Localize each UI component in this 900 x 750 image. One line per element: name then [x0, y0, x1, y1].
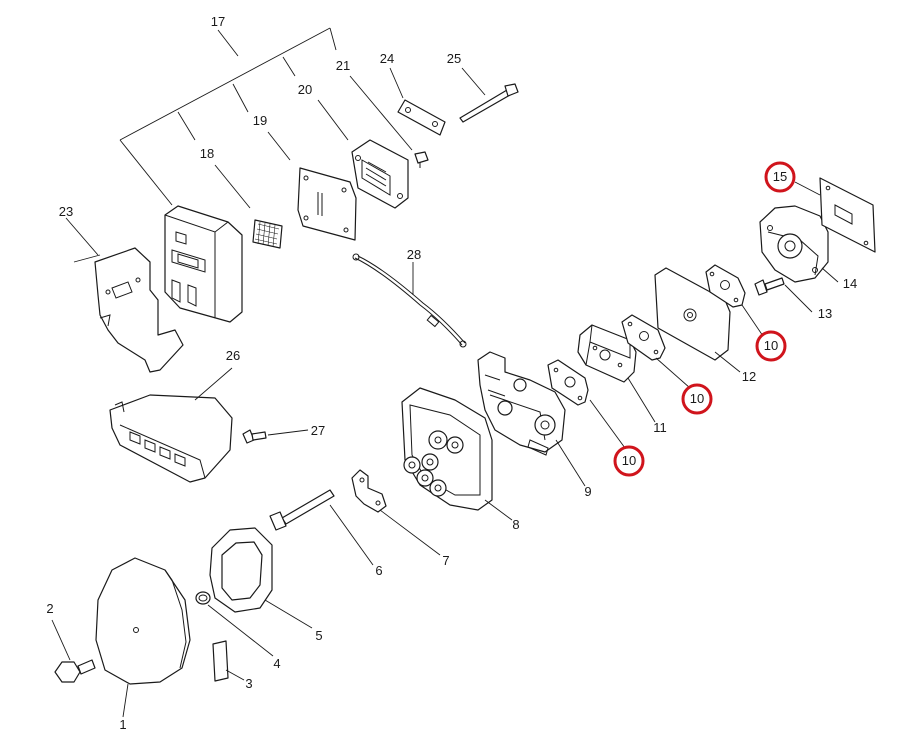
label-24: 24	[380, 51, 394, 66]
label-10-b: 10	[690, 391, 704, 406]
part-7-bracket	[351, 469, 387, 513]
part-8-filter-base	[401, 387, 493, 511]
part-6-bolt	[269, 489, 335, 531]
part-5-filter	[209, 527, 273, 613]
label-12: 12	[742, 369, 756, 384]
label-10-c: 10	[764, 338, 778, 353]
label-14: 14	[843, 276, 857, 291]
label-6: 6	[375, 563, 382, 578]
label-21: 21	[336, 58, 350, 73]
part-13-screw	[754, 277, 785, 296]
label-9: 9	[584, 484, 591, 499]
part-9-carburetor	[477, 351, 566, 456]
part-27-screw	[242, 429, 267, 444]
part-15-diaphragm	[819, 177, 876, 253]
part-10c-gasket	[705, 264, 746, 308]
part-21-bolt	[414, 151, 429, 168]
part-2-knob	[54, 659, 96, 683]
label-5: 5	[315, 628, 322, 643]
highlight-ring-15	[764, 161, 796, 193]
callout-17-bracket	[119, 27, 337, 206]
part-24-plate	[397, 99, 446, 136]
highlight-ring-10-a	[613, 445, 645, 477]
part-23-heat-shield	[94, 247, 184, 373]
label-20: 20	[298, 82, 312, 97]
label-7: 7	[442, 553, 449, 568]
label-15: 15	[773, 169, 787, 184]
label-10-a: 10	[622, 453, 636, 468]
highlight-ring-10-c	[755, 330, 787, 362]
label-26: 26	[226, 348, 240, 363]
label-25: 25	[447, 51, 461, 66]
part-1-filter-cover	[95, 557, 191, 685]
part-17-muffler	[164, 205, 243, 323]
label-27: 27	[311, 423, 325, 438]
label-4: 4	[273, 656, 280, 671]
label-8: 8	[512, 517, 519, 532]
label-2: 2	[46, 601, 53, 616]
part-10a-gasket	[547, 359, 589, 406]
part-25-long-bolt	[459, 83, 519, 123]
part-12-plate	[654, 267, 731, 361]
label-18: 18	[200, 146, 214, 161]
callout-labels: 1 2 3 4 5 6 7 8 9 10 10 10 11 12 13 14 1…	[46, 14, 857, 732]
part-28-cable	[352, 253, 467, 348]
label-28: 28	[407, 247, 421, 262]
label-13: 13	[818, 306, 832, 321]
part-20-flange	[351, 139, 409, 209]
label-19: 19	[253, 113, 267, 128]
label-17: 17	[211, 14, 225, 29]
part-10b-gasket	[621, 314, 666, 361]
label-11: 11	[653, 420, 667, 435]
part-19-gasket	[297, 167, 357, 241]
part-3-label	[212, 640, 229, 682]
part-11-spacer	[577, 324, 637, 383]
part-14-pump-cover	[759, 205, 829, 283]
part-4-o-ring	[195, 591, 211, 605]
part-26-cover	[109, 394, 233, 483]
highlight-rings	[613, 161, 796, 477]
highlight-ring-10-b	[681, 383, 713, 415]
label-23: 23	[59, 204, 73, 219]
label-3: 3	[245, 676, 252, 691]
label-1: 1	[119, 717, 126, 732]
leader-lines	[51, 67, 839, 718]
part-18-spark-screen	[252, 219, 283, 249]
